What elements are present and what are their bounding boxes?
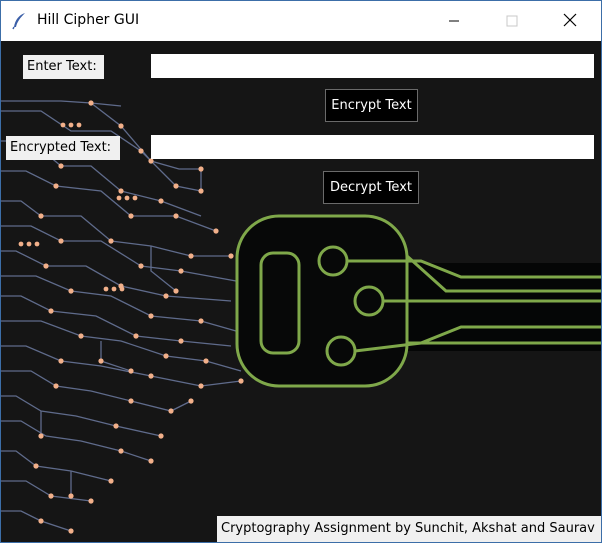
close-icon <box>563 12 577 31</box>
feather-icon <box>11 12 29 30</box>
client-area: Enter Text: Encrypt Text Encrypted Text:… <box>1 41 601 542</box>
circuit-key-background <box>1 41 601 542</box>
minimize-icon <box>448 12 460 31</box>
close-button[interactable] <box>547 1 593 41</box>
encrypted-text-label: Encrypted Text: <box>6 136 120 160</box>
enter-text-label: Enter Text: <box>23 55 104 79</box>
window-title: Hill Cipher GUI <box>37 12 140 28</box>
maximize-button[interactable] <box>489 1 535 41</box>
minimize-button[interactable] <box>431 1 477 41</box>
decrypt-button[interactable]: Decrypt Text <box>323 171 419 204</box>
maximize-icon <box>506 12 518 31</box>
encrypt-button[interactable]: Encrypt Text <box>325 89 418 122</box>
title-bar[interactable]: Hill Cipher GUI <box>1 1 601 41</box>
enter-text-input[interactable] <box>151 54 594 78</box>
encrypted-text-input[interactable] <box>151 135 594 159</box>
credit-label: Cryptography Assignment by Sunchit, Aksh… <box>217 516 601 542</box>
